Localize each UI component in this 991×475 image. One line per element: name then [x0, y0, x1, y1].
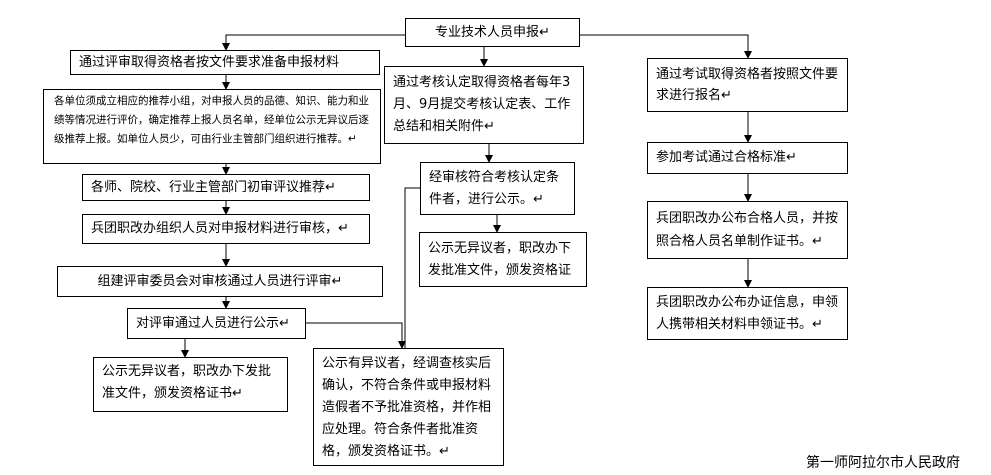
box-certificate-info: 兵团职改办公布办证信息，申领人携带相关材料申领证书。↵: [647, 287, 848, 340]
footer-source: 第一师阿拉尔市人民政府: [806, 455, 960, 471]
box-publicize: 对评审通过人员进行公示↵: [127, 308, 306, 339]
connector-top-right: [580, 34, 752, 59]
box-preliminary-review: 各师、院校、行业主管部门初审评议推荐↵: [82, 174, 370, 201]
box-exam-pass: 参加考试通过合格标准↵: [647, 142, 848, 174]
box-committee-review: 组建评审委员会对审核通过人员进行评审↵: [57, 266, 383, 297]
start-box-professional-application: 专业技术人员申报↵: [405, 18, 580, 47]
connector-publicize-to-objection: [306, 322, 406, 349]
connector-mid-3: [404, 187, 420, 348]
box-objection-handling: 公示有异议者，经调查核实后确认，不符合条件或申报材料造假者不予批准资格，并作相应…: [313, 348, 504, 466]
box-no-objection-left: 公示无异议者，职改办下发批准文件，颁发资格证书↵: [93, 357, 288, 412]
box-review-prepare-materials: 通过评审取得资格者按文件要求准备申报材料: [70, 50, 380, 75]
box-unit-recommend-group: 各单位须成立相应的推荐小组，对申报人员的品德、知识、能力和业绩等情况进行评价，确…: [43, 89, 381, 164]
box-exam-register: 通过考试取得资格者按照文件要求进行报名↵: [647, 58, 848, 112]
connector-top-left: [222, 34, 405, 51]
box-assess-qualified: 经审核符合考核认定条件者，进行公示。↵: [420, 162, 575, 215]
box-exam-publish: 兵团职改办公布合格人员，并按照合格人员名单制作证书。↵: [647, 201, 848, 259]
box-assess-no-objection: 公示无异议者，职改办下发批准文件，颁发资格证: [419, 232, 587, 287]
box-assess-certification: 通过考核认定取得资格者每年3月、9月提交考核认定表、工作总结和相关附件↵: [384, 66, 584, 144]
box-bingtuan-audit: 兵团职改办组织人员对申报材料进行审核，↵: [82, 214, 370, 244]
